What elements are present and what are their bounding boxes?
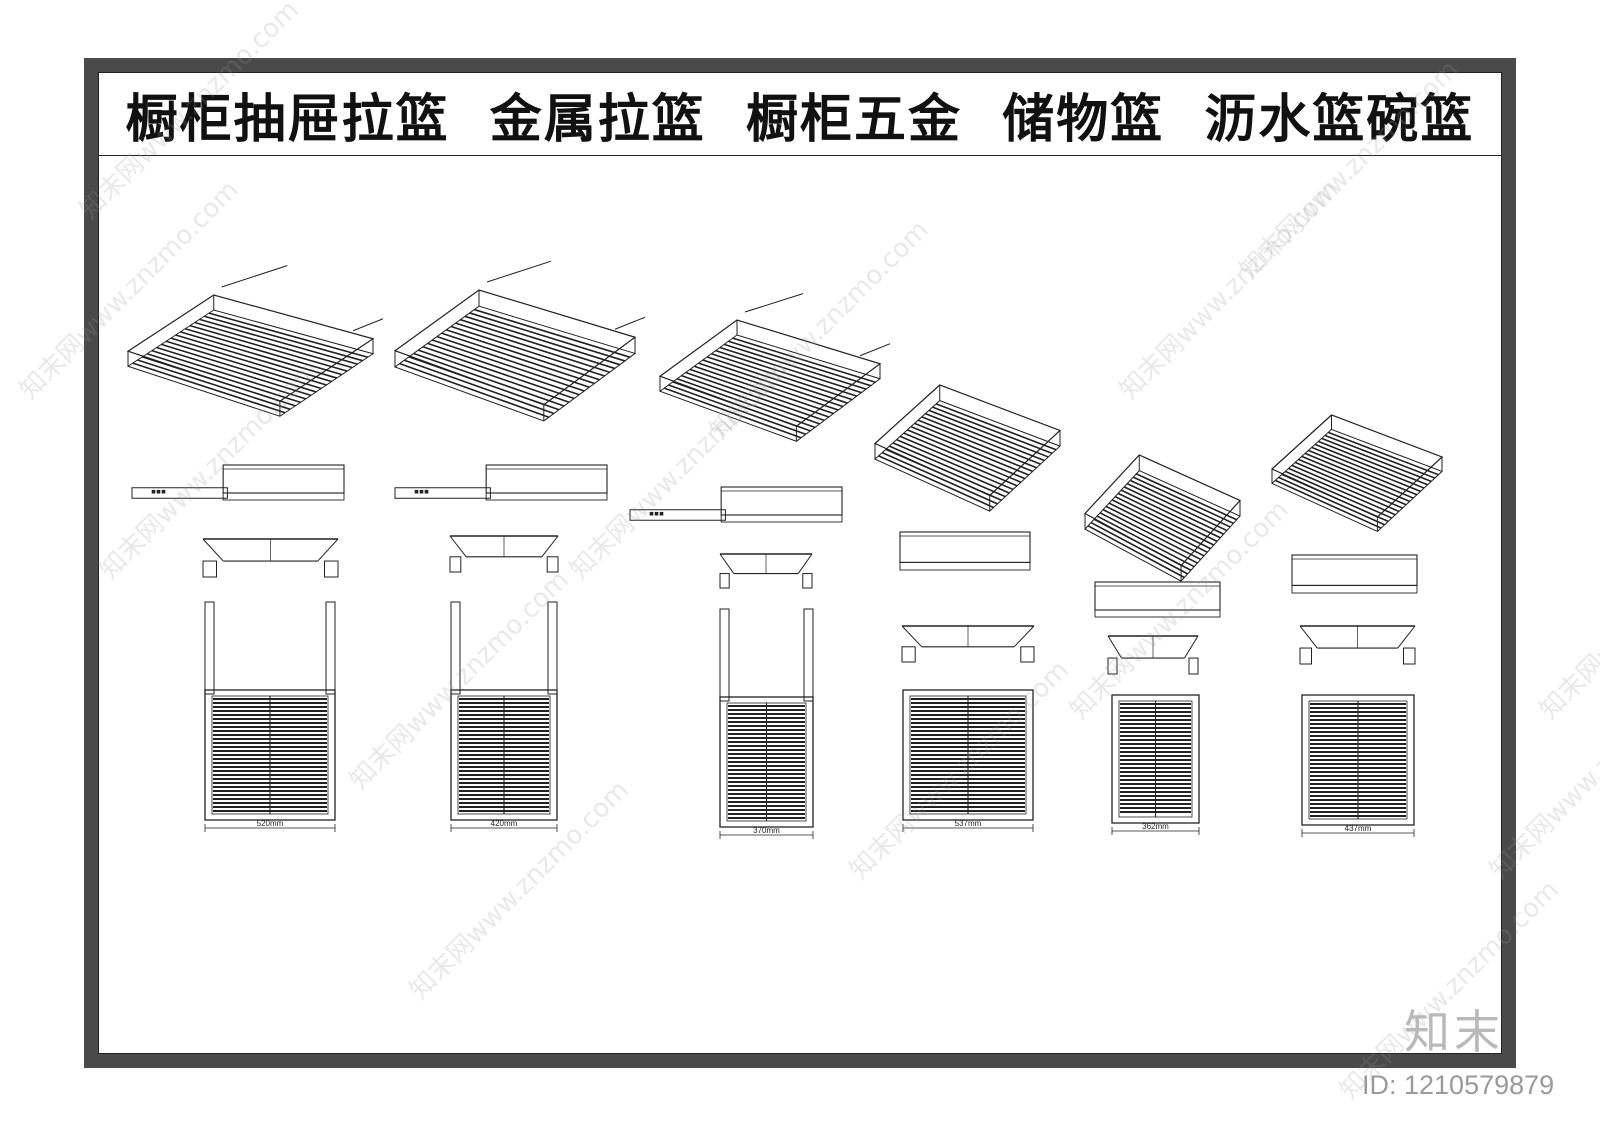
basket-iso-view — [1270, 414, 1444, 532]
width-dimension-label: 420mm — [491, 819, 518, 828]
width-dimension: 520mm — [204, 819, 336, 832]
width-dimension: 420mm — [450, 819, 558, 832]
drawing-title: 橱柜抽屉拉篮 金属拉篮 橱柜五金 储物篮 沥水篮碗篮 — [125, 89, 1475, 150]
basket-iso-view — [873, 384, 1062, 512]
width-dimension: 437mm — [1301, 824, 1415, 837]
basket-group-6: 437mm — [1270, 414, 1444, 837]
basket-side-view — [394, 464, 608, 501]
basket-iso-view — [126, 265, 384, 417]
basket-iso-view — [1084, 454, 1241, 582]
basket-plan-view — [1301, 694, 1415, 826]
basket-side-view — [1291, 554, 1418, 594]
basket-front-view — [1107, 635, 1199, 675]
basket-group-4: 537mm — [873, 384, 1062, 832]
brand-logo: 知末 — [1404, 1005, 1504, 1059]
basket-front-view — [1299, 625, 1416, 665]
basket-plan-view — [450, 601, 558, 821]
basket-plan-view — [204, 601, 336, 821]
width-dimension: 537mm — [902, 819, 1034, 832]
basket-side-view — [629, 486, 843, 523]
basket-iso-view — [393, 260, 646, 422]
basket-front-view — [901, 625, 1035, 663]
basket-plan-view — [902, 689, 1034, 821]
width-dimension-label: 437mm — [1345, 824, 1372, 833]
basket-group-2: 420mm — [393, 260, 646, 832]
width-dimension: 362mm — [1111, 822, 1200, 835]
width-dimension: 370mm — [719, 826, 814, 839]
basket-group-5: 362mm — [1084, 454, 1241, 835]
width-dimension-label: 362mm — [1142, 822, 1169, 831]
width-dimension-label: 520mm — [257, 819, 284, 828]
basket-side-view — [131, 464, 345, 501]
width-dimension-label: 370mm — [753, 826, 780, 835]
basket-group-1: 520mm — [126, 265, 384, 832]
basket-side-view — [1094, 581, 1221, 618]
basket-front-view — [202, 538, 339, 578]
basket-front-view — [719, 553, 813, 589]
basket-plan-view — [719, 608, 814, 828]
basket-plan-view — [1111, 694, 1200, 824]
basket-side-view — [899, 531, 1031, 571]
width-dimension-label: 537mm — [955, 819, 982, 828]
basket-iso-view — [658, 293, 891, 442]
image-id-label: ID: 1210579879 — [1362, 1070, 1555, 1100]
basket-front-view — [449, 535, 559, 573]
basket-group-3: 370mm — [629, 293, 891, 839]
title-band: 橱柜抽屉拉篮 金属拉篮 橱柜五金 储物篮 沥水篮碗篮 — [99, 73, 1501, 156]
drawing-sheet: 橱柜抽屉拉篮 金属拉篮 橱柜五金 储物篮 沥水篮碗篮 — [98, 72, 1502, 1054]
